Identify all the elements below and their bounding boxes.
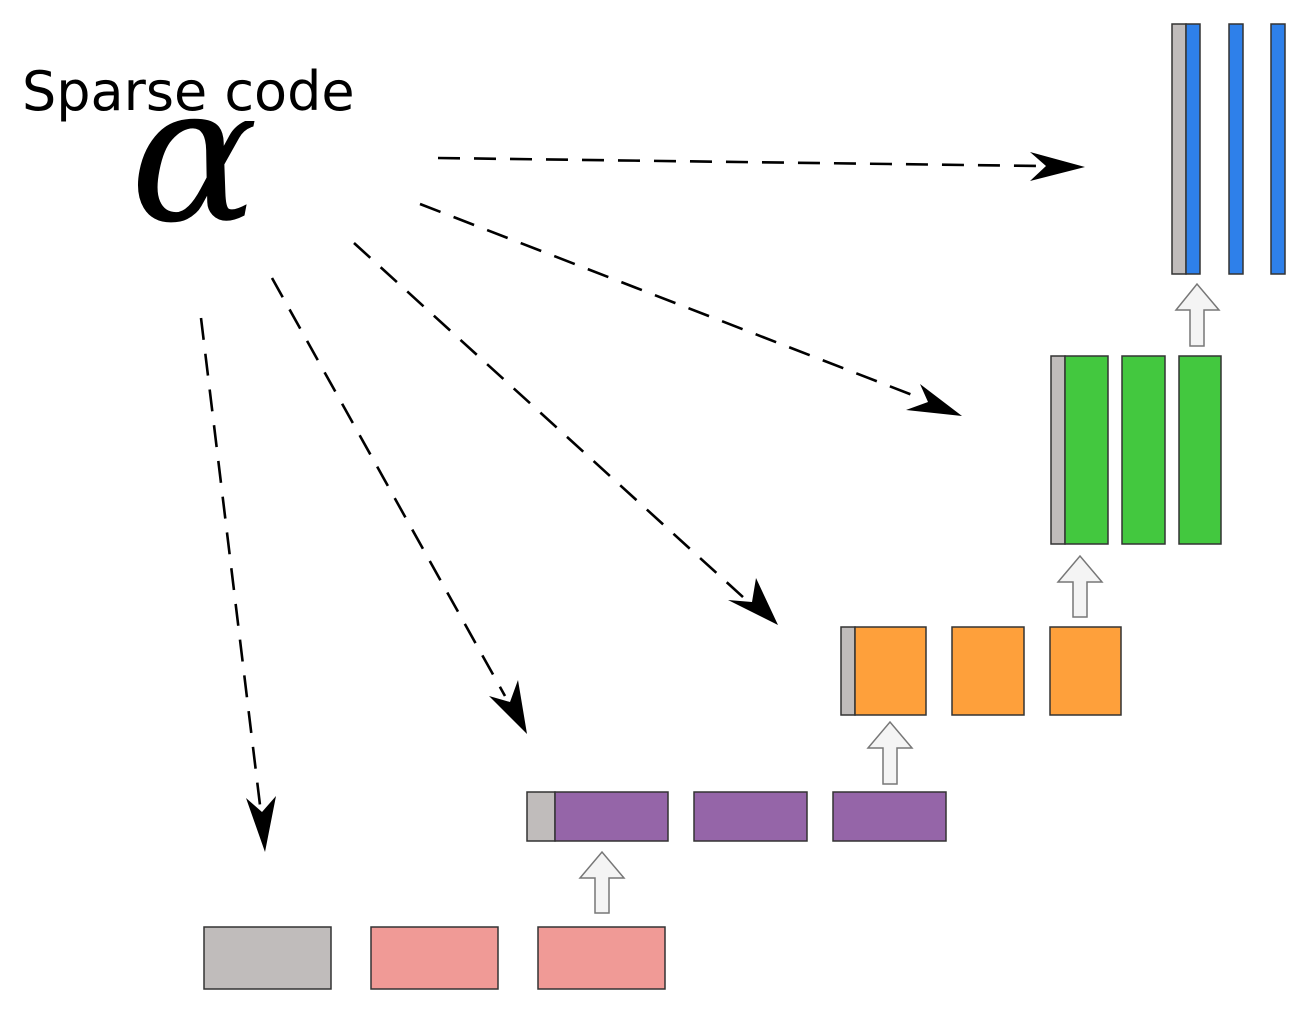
dashed-arrow-to-level-1 <box>199 317 276 852</box>
dashed-arrow-to-level-2 <box>270 277 527 734</box>
level-5-blue-block <box>1270 23 1286 275</box>
up-arrow-1 <box>578 850 626 914</box>
level-1-pink-block <box>370 926 499 990</box>
level-2-purple-block <box>554 791 669 842</box>
dashed-arrow-to-level-4 <box>419 202 962 416</box>
up-arrow-3 <box>1056 554 1104 618</box>
level-4-gray-block <box>1050 355 1066 545</box>
dashed-arrow-to-level-5 <box>437 152 1085 181</box>
level-3-gray-block <box>840 626 856 716</box>
level-1-gray-block <box>203 926 332 990</box>
sparse-code-title: Sparse code <box>22 60 355 123</box>
level-4-blocks <box>1050 355 1222 545</box>
level-3-orange-block <box>1049 626 1122 716</box>
alpha-symbol: α <box>130 44 258 265</box>
level-3-blocks <box>840 626 1122 716</box>
dashed-arrows <box>199 152 1085 852</box>
up-arrow-4 <box>1174 282 1221 347</box>
level-3-orange-block <box>854 626 927 716</box>
level-5-blue-block <box>1185 23 1201 275</box>
level-4-green-block <box>1064 355 1109 545</box>
level-5-blocks <box>1171 23 1286 275</box>
level-1-pink-block <box>537 926 666 990</box>
level-5-gray-block <box>1171 23 1187 275</box>
level-5-blue-block <box>1228 23 1244 275</box>
level-4-green-block <box>1178 355 1222 545</box>
level-1-blocks <box>203 926 666 990</box>
level-4-green-block <box>1121 355 1166 545</box>
level-2-purple-block <box>693 791 808 842</box>
level-2-gray-block <box>526 791 556 842</box>
dashed-arrow-to-level-3 <box>353 242 778 625</box>
level-3-orange-block <box>951 626 1025 716</box>
level-2-blocks <box>526 791 947 842</box>
level-2-purple-block <box>832 791 947 842</box>
up-arrow-2 <box>866 720 914 785</box>
